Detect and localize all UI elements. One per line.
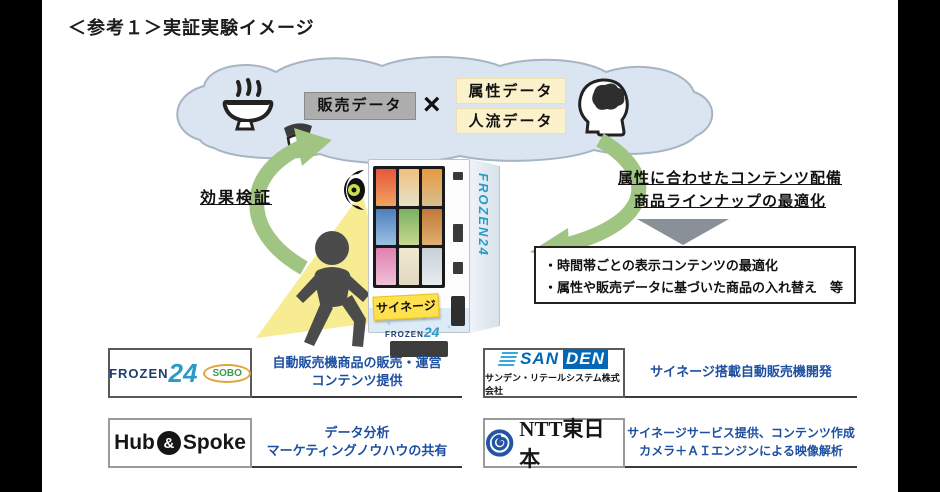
machine-side-brand: FROZEN24 [476,173,491,257]
vending-machine-side: FROZEN24 [470,159,500,333]
sanden-stripes-icon [497,352,519,366]
machine-payment-module [451,296,465,326]
machine-pickup-slot [390,341,448,357]
right-heading-line2: 商品ラインナップの最適化 [633,193,826,210]
frozen24-logo-number: 24 [168,358,198,388]
sanden-role: サイネージ搭載自動販売機開発 [625,348,857,398]
frozen24-logo-word: FROZEN [109,365,169,381]
right-heading: 属性に合わせたコンテンツ配備 商品ラインナップの最適化 [570,167,890,213]
camera-icon [344,170,365,210]
sales-data-box: 販売データ [304,92,416,120]
cloud-shape [176,56,714,165]
machine-product-screen [373,166,445,288]
down-triangle-arrow [637,219,729,245]
hubspoke-role: データ分析 マーケティングノウハウの共有 [252,418,462,468]
signage-label: サイネージ [372,293,440,321]
hubspoke-ampersand-icon: & [156,431,181,455]
slide-canvas: ＜参考１＞実証実験イメージ [42,0,898,492]
sanden-company-name: サンデン・リテールシステム株式会社 [485,373,620,396]
walking-person-icon [296,231,370,347]
sobo-logo: SOBO [203,363,251,383]
ntt-role: サイネージサービス提供、コンテンツ作成 カメラ＋ＡＩエンジンによる映像解析 [625,418,857,468]
bullet-item-1: ・時間帯ごとの表示コンテンツの最適化 [544,258,778,273]
right-heading-line1: 属性に合わせたコンテンツ配備 [617,170,842,187]
ntt-logo-box: NTT東日本 [483,417,625,471]
sushi-icon [284,123,312,153]
optimization-bullet-box: ・時間帯ごとの表示コンテンツの最適化 ・属性や販売データに基づいた商品の入れ替え… [534,246,856,304]
food-bowl-icon [222,78,274,131]
multiply-sign: × [423,88,441,121]
machine-control-panel [449,166,467,288]
attribute-data-box: 属性データ [456,78,566,104]
hubspoke-logo-box: Hub & Spoke [108,418,252,468]
head-brain-icon [578,78,629,137]
effect-verification-label: 効果検証 [200,190,273,207]
bullet-item-2: ・属性や販売データに基づいた商品の入れ替え 等 [544,280,844,295]
ntt-swirl-icon [485,429,514,457]
flow-data-box: 人流データ [456,108,566,134]
page-title: ＜参考１＞実証実験イメージ [68,18,315,38]
machine-brand-logo: FROZEN24 [385,324,440,340]
ntt-logo-text: NTT東日本 [519,417,605,471]
frozen24-role: 自動販売機商品の販売・運営 コンテンツ提供 [252,348,462,398]
